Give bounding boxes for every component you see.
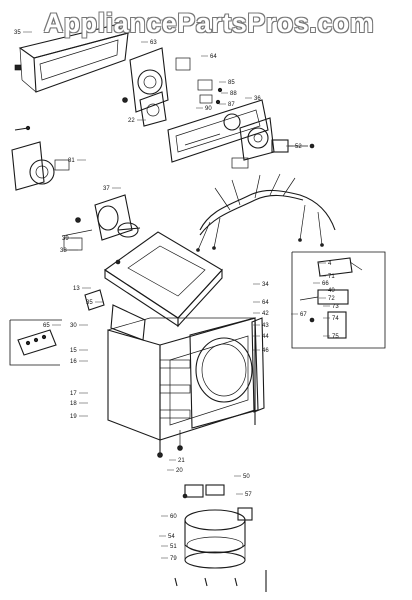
cabinet-top [104, 231, 223, 328]
part-label: 35 [86, 300, 93, 306]
part-label: 34 [262, 282, 269, 288]
front-panel [189, 317, 265, 429]
switch-parts [197, 79, 223, 105]
inner-frame [157, 359, 256, 458]
part-label: 75 [332, 334, 339, 340]
part-label: 30 [70, 323, 77, 329]
part-label: 57 [245, 492, 252, 498]
part-label: 15 [70, 348, 77, 354]
part-label: 88 [230, 91, 237, 97]
part-number-labels: 29 35 63 64 22 85 88 90 87 36 52 81 37 39 38 71 4 40 72 66 7… [14, 18, 339, 562]
part-label: 60 [170, 514, 177, 520]
part-label: 13 [73, 286, 80, 292]
part-label: 65 [43, 323, 50, 329]
part-label: 67 [300, 312, 307, 318]
water-valve [61, 194, 141, 251]
wire-harness [196, 173, 336, 252]
part-label: 44 [262, 334, 269, 340]
bottom-tub-assembly [182, 484, 253, 569]
part-label: 36 [254, 96, 261, 102]
part-label: 38 [60, 248, 67, 254]
left-inset-terminal-block [9, 319, 62, 366]
part-label: 81 [68, 158, 75, 164]
part-label: 46 [262, 348, 269, 354]
part-label: 73 [332, 304, 339, 310]
part-label: 50 [243, 474, 250, 480]
part-label: 85 [228, 80, 235, 86]
part-label: 35 [14, 30, 21, 36]
cabinet-body [107, 317, 256, 441]
part-label: 54 [168, 534, 175, 540]
part-label: 16 [70, 359, 77, 365]
backsplash-panel [167, 99, 269, 163]
part-label: 19 [70, 414, 77, 420]
watermark-text: AppliancePartsPros.com [43, 8, 375, 38]
part-label: 87 [228, 102, 235, 108]
part-label: 4 [328, 261, 332, 267]
left-bracket-assembly [11, 125, 70, 191]
part-label: 64 [262, 300, 269, 306]
loose-fasteners [174, 570, 267, 592]
part-label: 40 [328, 288, 335, 294]
part-label: 63 [150, 40, 157, 46]
part-label: 17 [70, 391, 77, 397]
part-label: 21 [178, 458, 185, 464]
part-label: 29 [147, 18, 154, 24]
part-label: 42 [262, 311, 269, 317]
part-label: 52 [295, 144, 302, 150]
timer-assembly [122, 47, 191, 127]
right-inset-panel [291, 251, 386, 349]
part-label: 51 [170, 544, 177, 550]
part-label: 20 [176, 468, 183, 474]
motor-pulley-parts [231, 117, 315, 169]
part-label: 74 [332, 316, 339, 322]
part-label: 64 [210, 54, 217, 60]
part-label: 37 [103, 186, 110, 192]
part-label: 72 [328, 296, 335, 302]
part-label: 66 [322, 281, 329, 287]
part-label: 18 [70, 401, 77, 407]
part-label: 79 [170, 556, 177, 562]
part-label: 22 [128, 118, 135, 124]
part-label: 43 [262, 323, 269, 329]
part-label: 71 [328, 274, 335, 280]
part-label: 39 [62, 236, 69, 242]
part-label: 90 [205, 106, 212, 112]
control-console-assembly [14, 24, 130, 93]
